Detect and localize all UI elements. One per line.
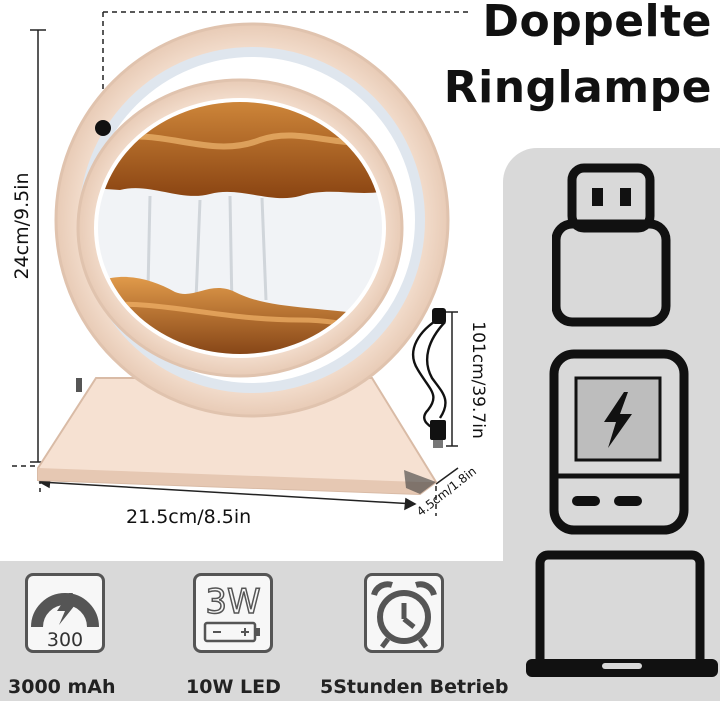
laptop-icon [526, 550, 718, 677]
led-power-value: 3W [205, 582, 260, 622]
battery-gauge-value: 300 [47, 629, 83, 651]
cable-arrow [446, 311, 458, 447]
alarm-clock-icon [371, 581, 437, 649]
sand-art-lamp-illustration [12, 11, 470, 516]
usb-cable [412, 316, 447, 432]
feature-led-label: 10W LED [186, 676, 281, 698]
feature-runtime-label: 5Stunden Betrieb [320, 676, 509, 698]
feature-battery-label: 3000 mAh [8, 676, 116, 698]
title-line-2: Ringlampe [443, 62, 712, 113]
power-bank-icon [549, 349, 689, 535]
title-line-1: Doppelte [482, 0, 712, 47]
hinge-dot [95, 120, 111, 136]
usb-plug-icon [552, 163, 671, 327]
depth-arrow [435, 467, 459, 485]
cable-length-label: 101cm/39.7in [468, 321, 488, 439]
led-battery-icon: 3W [203, 581, 261, 643]
battery-gauge-icon: 300 [31, 593, 99, 651]
width-label: 21.5cm/8.5in [126, 506, 252, 528]
height-label: 24cm/9.5in [11, 172, 33, 280]
